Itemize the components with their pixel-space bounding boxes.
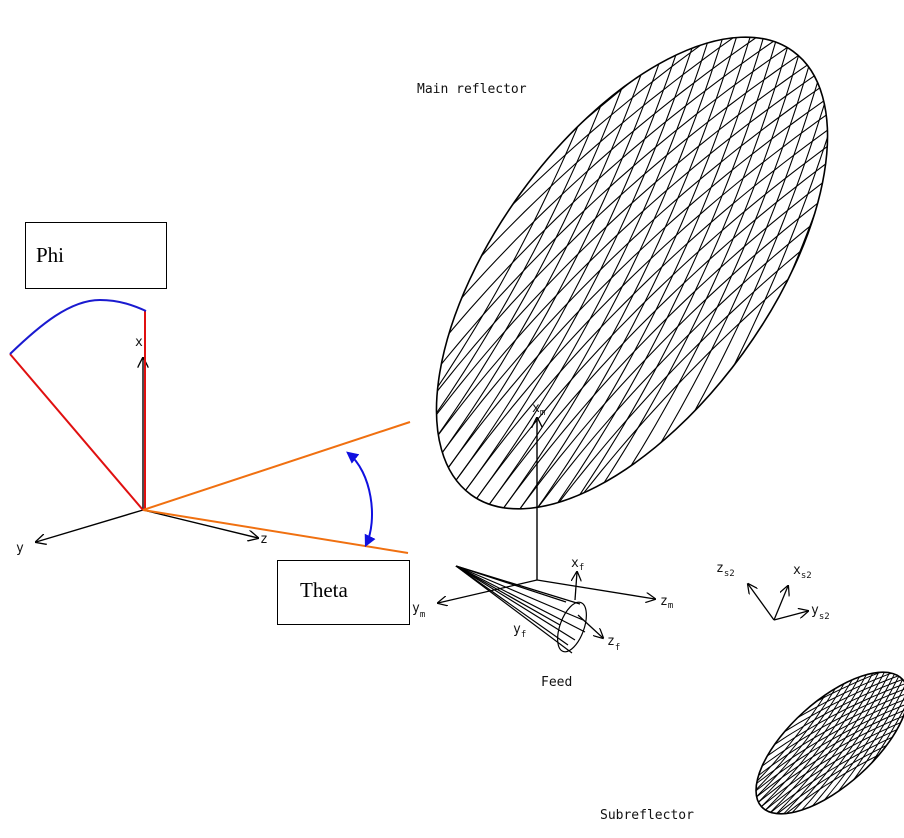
ym-label: ym [412, 601, 425, 620]
subreflector [733, 648, 904, 838]
mesh-line [498, 0, 793, 576]
z-axis [142, 509, 258, 538]
main-reflector-rim [435, 36, 829, 510]
mesh-line [757, 648, 895, 832]
mesh-line [736, 691, 904, 808]
main-reflector-mesh [360, 0, 904, 576]
feed-horn [455, 565, 587, 654]
mesh-line [757, 715, 904, 831]
mesh-line [760, 718, 904, 835]
phi-indicator [9, 298, 147, 511]
mesh-line [750, 707, 904, 824]
ym-axis [438, 579, 538, 603]
phi-line-left [9, 353, 144, 511]
y-axis [36, 509, 144, 542]
mesh-line [400, 46, 881, 512]
theta-indicator [142, 421, 411, 554]
mesh-line [739, 695, 904, 812]
yf-label: yf [513, 622, 526, 640]
mesh-line [409, 0, 704, 519]
mesh-line [747, 648, 884, 821]
mesh-line [360, 0, 771, 432]
zf-label: zf [607, 634, 620, 653]
mesh-line [500, 119, 904, 576]
mesh-line [761, 648, 898, 836]
theta-line-lower [142, 509, 409, 554]
xs2-label: xs2 [793, 563, 812, 581]
mesh-line [442, 0, 738, 543]
mesh-line [453, 0, 749, 551]
mesh-line [750, 648, 888, 824]
main-reflector-label: Main reflector [417, 82, 527, 97]
mesh-line [476, 0, 771, 567]
ys2-axis [773, 611, 808, 621]
mesh-line [464, 0, 760, 559]
zf-axis [577, 614, 603, 638]
mesh-line [789, 676, 904, 838]
ys2-label: ys2 [811, 603, 830, 622]
mesh-line [743, 648, 881, 817]
left-coordinate-system [36, 358, 258, 542]
mesh-line [753, 711, 904, 828]
mesh-line [411, 54, 892, 520]
mesh-line [509, 0, 804, 576]
subreflector-label: Subreflector [600, 808, 694, 823]
theta-line-upper [142, 421, 411, 511]
z-axis-label: z [260, 532, 268, 547]
main-reflector [360, 0, 904, 576]
mesh-line [398, 0, 693, 511]
y-axis-label: y [16, 541, 24, 556]
phi-label: Phi [36, 243, 65, 267]
mesh-line [733, 676, 904, 792]
x-axis-label: x [135, 335, 143, 350]
subreflector-rim [755, 671, 904, 815]
mesh-line [422, 62, 904, 529]
zs2-axis [748, 584, 775, 621]
mesh-line [754, 648, 891, 828]
subreflector-mesh [733, 648, 904, 838]
mesh-line [746, 703, 904, 820]
feed-label: Feed [541, 675, 572, 690]
mesh-line [433, 70, 904, 537]
phi-arc [9, 298, 147, 355]
feed-coordinate-system [438, 572, 655, 638]
phi-label-box: Phi [25, 222, 167, 289]
mesh-line [478, 103, 904, 569]
theta-label: Theta [300, 578, 348, 602]
zm-label: zm [660, 594, 673, 611]
subreflector-coordinate-system [748, 584, 808, 621]
mesh-line [733, 687, 904, 804]
mesh-line [487, 0, 782, 575]
mesh-line [360, 0, 804, 456]
theta-label-box: Theta [277, 560, 410, 625]
mesh-line [733, 648, 870, 805]
theta-double-arrow [346, 451, 376, 548]
mesh-line [489, 111, 904, 576]
mesh-line [740, 648, 877, 813]
xf-axis [575, 572, 577, 601]
mesh-line [360, 0, 793, 448]
mesh-line [743, 699, 904, 816]
mesh-line [378, 30, 859, 496]
xf-label: xf [571, 556, 584, 573]
zs2-label: zs2 [716, 561, 735, 579]
xm-label: xm [532, 401, 545, 418]
zm-axis [536, 579, 655, 599]
xs2-axis [773, 586, 788, 621]
mesh-line [389, 38, 870, 504]
